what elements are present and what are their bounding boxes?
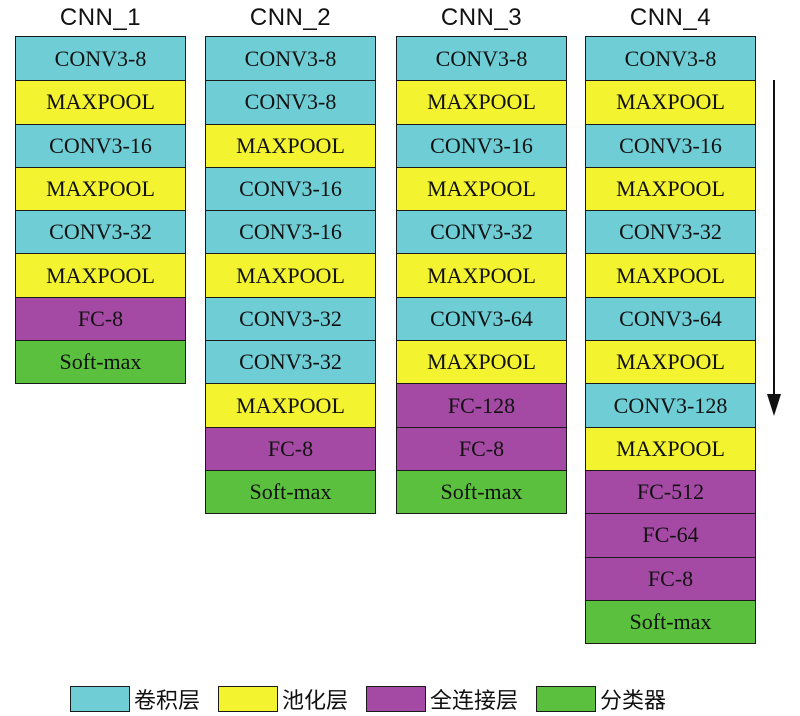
layer-block-conv: CONV3-8	[206, 80, 375, 124]
layer-block-fc: FC-64	[586, 513, 755, 557]
layer-block-conv: CONV3-8	[16, 37, 185, 81]
layer-block-conv: CONV3-16	[206, 210, 375, 254]
layer-block-pool: MAXPOOL	[586, 253, 755, 297]
layer-block-pool: MAXPOOL	[397, 166, 566, 211]
legend-label: 分类器	[600, 689, 667, 714]
layer-block-pool: MAXPOOL	[586, 340, 755, 384]
layer-block-pool: MAXPOOL	[16, 80, 185, 124]
layer-block-conv: CONV3-8	[586, 37, 755, 81]
layer-block-fc: FC-8	[586, 556, 755, 600]
layer-block-soft: Soft-max	[586, 599, 755, 644]
layer-block-pool: MAXPOOL	[586, 80, 755, 124]
legend-item-conv: 卷积层	[70, 683, 200, 715]
layer-block-pool: MAXPOOL	[16, 253, 185, 297]
layer-block-soft: Soft-max	[206, 469, 375, 514]
layer-block-pool: MAXPOOL	[397, 340, 566, 384]
layer-block-soft: Soft-max	[16, 340, 185, 384]
legend-swatch	[218, 686, 279, 712]
layer-block-conv: CONV3-32	[206, 340, 375, 384]
legend: 卷积层 池化层 全连接层 分类器	[70, 684, 790, 714]
layer-block-pool: MAXPOOL	[16, 166, 185, 211]
layer-block-conv: CONV3-16	[397, 123, 566, 167]
legend-item-pool: 池化层	[218, 683, 348, 715]
column-title: CNN_2	[249, 4, 332, 31]
layer-block-conv: CONV3-64	[586, 296, 755, 341]
layer-block-conv: CONV3-32	[586, 210, 755, 254]
legend-swatch	[366, 686, 427, 712]
layer-block-fc: FC-8	[397, 426, 566, 470]
layer-block-conv: CONV3-16	[16, 123, 185, 167]
layer-block-conv: CONV3-64	[397, 296, 566, 341]
layer-block-conv: CONV3-32	[16, 210, 185, 254]
flow-direction-arrow	[767, 80, 781, 416]
layer-block-pool: MAXPOOL	[397, 253, 566, 297]
layer-block-pool: MAXPOOL	[206, 253, 375, 297]
layer-block-conv: CONV3-32	[397, 210, 566, 254]
column-title: CNN_3	[440, 4, 523, 31]
legend-label: 卷积层	[134, 689, 201, 714]
layer-block-conv: CONV3-16	[586, 123, 755, 167]
layer-block-pool: MAXPOOL	[397, 80, 566, 124]
legend-swatch	[536, 686, 597, 712]
layer-block-pool: MAXPOOL	[206, 123, 375, 167]
layer-block-conv: CONV3-16	[206, 166, 375, 211]
column-title: CNN_4	[629, 4, 712, 31]
layer-block-conv: CONV3-8	[397, 37, 566, 81]
legend-label: 池化层	[282, 689, 349, 714]
layer-block-conv: CONV3-128	[586, 383, 755, 427]
layer-block-pool: MAXPOOL	[206, 383, 375, 427]
legend-label: 全连接层	[430, 689, 519, 714]
column-title: CNN_1	[59, 4, 142, 31]
layer-block-pool: MAXPOOL	[586, 426, 755, 470]
layer-block-fc: FC-8	[206, 426, 375, 470]
layer-block-conv: CONV3-32	[206, 296, 375, 341]
layer-block-pool: MAXPOOL	[586, 166, 755, 211]
layer-block-soft: Soft-max	[397, 469, 566, 514]
layer-block-fc: FC-8	[16, 296, 185, 341]
layer-block-fc: FC-512	[586, 469, 755, 514]
layer-block-conv: CONV3-8	[206, 37, 375, 81]
layer-block-fc: FC-128	[397, 383, 566, 427]
legend-swatch	[70, 686, 130, 712]
legend-item-fc: 全连接层	[366, 683, 518, 715]
legend-item-soft: 分类器	[536, 683, 666, 715]
